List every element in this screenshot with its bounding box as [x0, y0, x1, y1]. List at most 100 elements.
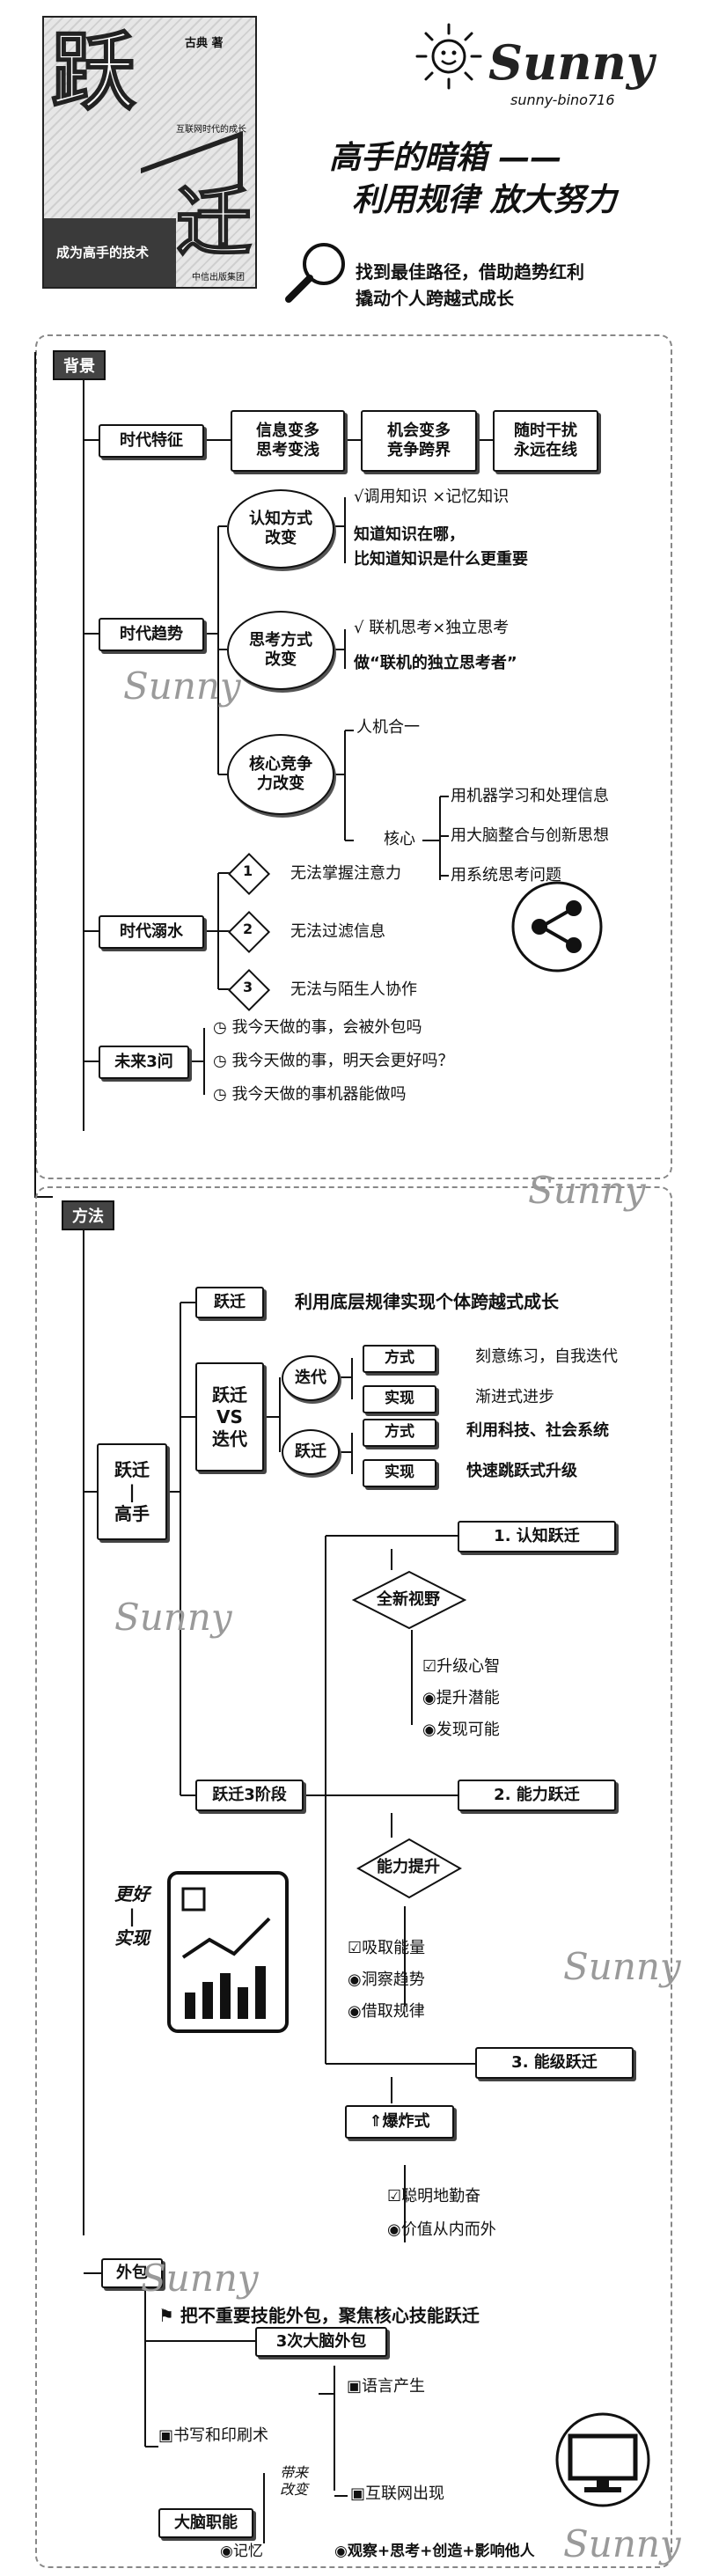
drowning-item-2: 无法过滤信息: [290, 922, 385, 941]
core-competence-l1: 核心竞争: [249, 754, 312, 774]
watermark-5: Sunny: [141, 2257, 259, 2300]
book-cover: 跃 迁 古典 著 互联网时代的成长 成为高手的技术 中信出版集团: [42, 16, 257, 289]
check-circle-icon: ◉: [422, 1689, 436, 1707]
better-l3: 实现: [114, 1927, 150, 1949]
page-title-line2: 利用规律 放大努力: [352, 182, 617, 218]
background-tag: 背景: [53, 350, 106, 380]
stage1-item-1-text: 升级心智: [436, 1657, 501, 1676]
era-feature-1-l2: 思考变浅: [256, 441, 319, 459]
sun-icon: [414, 21, 484, 92]
outsource-point: ⚑ 把不重要技能外包，聚焦核心技能跃迁: [158, 2304, 480, 2327]
era-features-node: 时代特征: [99, 424, 204, 458]
cover-char-1: 跃: [50, 23, 136, 121]
future-questions-node: 未来3问: [99, 1046, 189, 1079]
stage2-title: 2. 能力跃迁: [458, 1780, 616, 1811]
brain-function-node: 大脑职能: [158, 2508, 253, 2538]
cover-subtitle: 成为高手的技术: [56, 245, 150, 261]
cover-dark-band: [44, 218, 176, 287]
share-icon: [510, 880, 604, 973]
three-outsource-node: 3次大脑外包: [255, 2327, 387, 2357]
summary-line1: 找到最佳路径，借助趋势红利: [356, 261, 584, 283]
stage2-item-3: ◉借取规律: [348, 2001, 425, 2022]
check-circle-icon: ◉: [348, 1971, 362, 1989]
checkbox-icon: ☑: [422, 1657, 437, 1676]
stage2-item-1: ☑吸取能量: [348, 1938, 425, 1958]
leap-way-text: 利用科技、社会系统: [466, 1421, 609, 1440]
core-item-1: 用机器学习和处理信息: [451, 787, 609, 805]
leap-impl-node: 实现: [363, 1459, 436, 1487]
summary-line2: 撬动个人跨越式成长: [356, 288, 514, 309]
brain-function-1: ◉记忆: [220, 2542, 263, 2561]
stage3-item-1-text: 聪明地勤奋: [401, 2187, 481, 2205]
thinking-node: 思考方式 改变: [227, 611, 334, 690]
core-item-3: 用系统思考问题: [451, 866, 561, 884]
era-feature-2-l1: 机会变多: [387, 421, 451, 440]
era-3: ▣互联网出现: [350, 2484, 444, 2504]
checkbox-icon: ☑: [348, 1939, 363, 1957]
stage1-item-3-text: 发现可能: [436, 1721, 500, 1739]
leap-definition-text: 利用底层规律实现个体跨越式成长: [295, 1291, 559, 1312]
watermark-6: Sunny: [563, 2522, 681, 2565]
future-question-3: ◷ 我今天做的事机器能做吗: [213, 1084, 406, 1105]
leap-definition-node: 跃迁: [195, 1287, 264, 1318]
era-feature-1-l1: 信息变多: [256, 421, 319, 440]
cognition-text-3: 比知道知识是什么更重要: [354, 550, 528, 569]
checkbox-icon: ☑: [387, 2187, 402, 2205]
watermark-1: Sunny: [123, 664, 241, 708]
page-title-line1: 高手的暗箱 ——: [329, 140, 562, 176]
tablet-chart-icon: [165, 1869, 290, 2035]
arrow-up-icon: ⇑: [369, 2111, 383, 2131]
cognition-l1: 认知方式: [249, 509, 312, 528]
cognition-text-1: √调用知识 ×记忆知识: [354, 488, 510, 506]
era-3-text: 互联网出现: [365, 2484, 445, 2503]
clock-icon: ◷: [213, 1085, 227, 1104]
cover-char-2: 迁: [175, 179, 253, 267]
stage3-item-2: ◉价值从内而外: [387, 2220, 496, 2240]
cognition-l2: 改变: [265, 529, 297, 547]
leap-impl-text: 快速跳跃式升级: [466, 1462, 577, 1480]
outsource-node: 外包: [101, 2258, 163, 2288]
leap-master-l1: 跃迁: [114, 1458, 150, 1480]
core-label: 核心: [384, 830, 415, 848]
check-circle-icon: ◉: [220, 2543, 233, 2560]
cover-side-text: 互联网时代的成长: [176, 125, 246, 135]
iterate-way-node: 方式: [363, 1345, 436, 1373]
better-l2: |: [128, 1905, 136, 1926]
leap-node: 跃迁: [282, 1429, 340, 1475]
drowning-item-1: 无法掌握注意力: [290, 864, 401, 883]
thinking-text-1: √ 联机思考×独立思考: [354, 619, 510, 637]
era-trends-node: 时代趋势: [99, 618, 204, 651]
stage1-item-2-text: 提升潜能: [436, 1689, 500, 1707]
better-achieve-label: 更好 | 实现: [114, 1883, 150, 1949]
core-item-2: 用大脑整合与创新思想: [451, 826, 609, 845]
stage3-item-2-text: 价值从内而外: [400, 2220, 496, 2239]
method-tag: 方法: [62, 1200, 114, 1230]
brain-function-2-text: 观察+思考+创造+影响他人: [347, 2543, 535, 2560]
square-icon: ▣: [158, 2426, 174, 2445]
core-text-1: 人机合一: [356, 718, 420, 737]
square-icon: ▣: [347, 2377, 363, 2396]
era-feature-3-l2: 永远在线: [514, 441, 577, 459]
stage3-head: ⇑爆炸式: [345, 2105, 454, 2139]
check-circle-icon: ◉: [387, 2220, 401, 2239]
stage2-item-2-text: 洞察趋势: [361, 1971, 425, 1989]
stage1-item-3: ◉发现可能: [422, 1720, 500, 1740]
stage2-head-shape: [356, 1838, 463, 1899]
diamond-mark-1-label: 1: [243, 862, 253, 879]
change-label: 改变: [280, 2481, 309, 2499]
future-question-2: ◷ 我今天做的事，明天会更好吗？: [213, 1051, 453, 1071]
iterate-impl-node: 实现: [363, 1385, 436, 1413]
core-competence-node: 核心竞争 力改变: [227, 734, 334, 815]
logo-handle: sunny-bino716: [510, 92, 615, 108]
future-question-3-text: 我今天做的事机器能做吗: [231, 1085, 407, 1104]
monitor-icon: [546, 2411, 660, 2508]
cover-publisher: 中信出版集团: [192, 273, 245, 283]
stage3-head-text: 爆炸式: [382, 2111, 430, 2131]
stage2-item-3-text: 借取规律: [361, 2002, 425, 2021]
era-2: ▣书写和印刷术: [158, 2426, 268, 2446]
era-feature-3: 随时干扰 永远在线: [493, 410, 598, 472]
square-icon: ▣: [350, 2484, 366, 2503]
era-feature-2: 机会变多 竞争跨界: [361, 410, 477, 472]
thinking-l2: 改变: [265, 650, 297, 669]
future-question-1-text: 我今天做的事，会被外包吗: [231, 1018, 422, 1037]
